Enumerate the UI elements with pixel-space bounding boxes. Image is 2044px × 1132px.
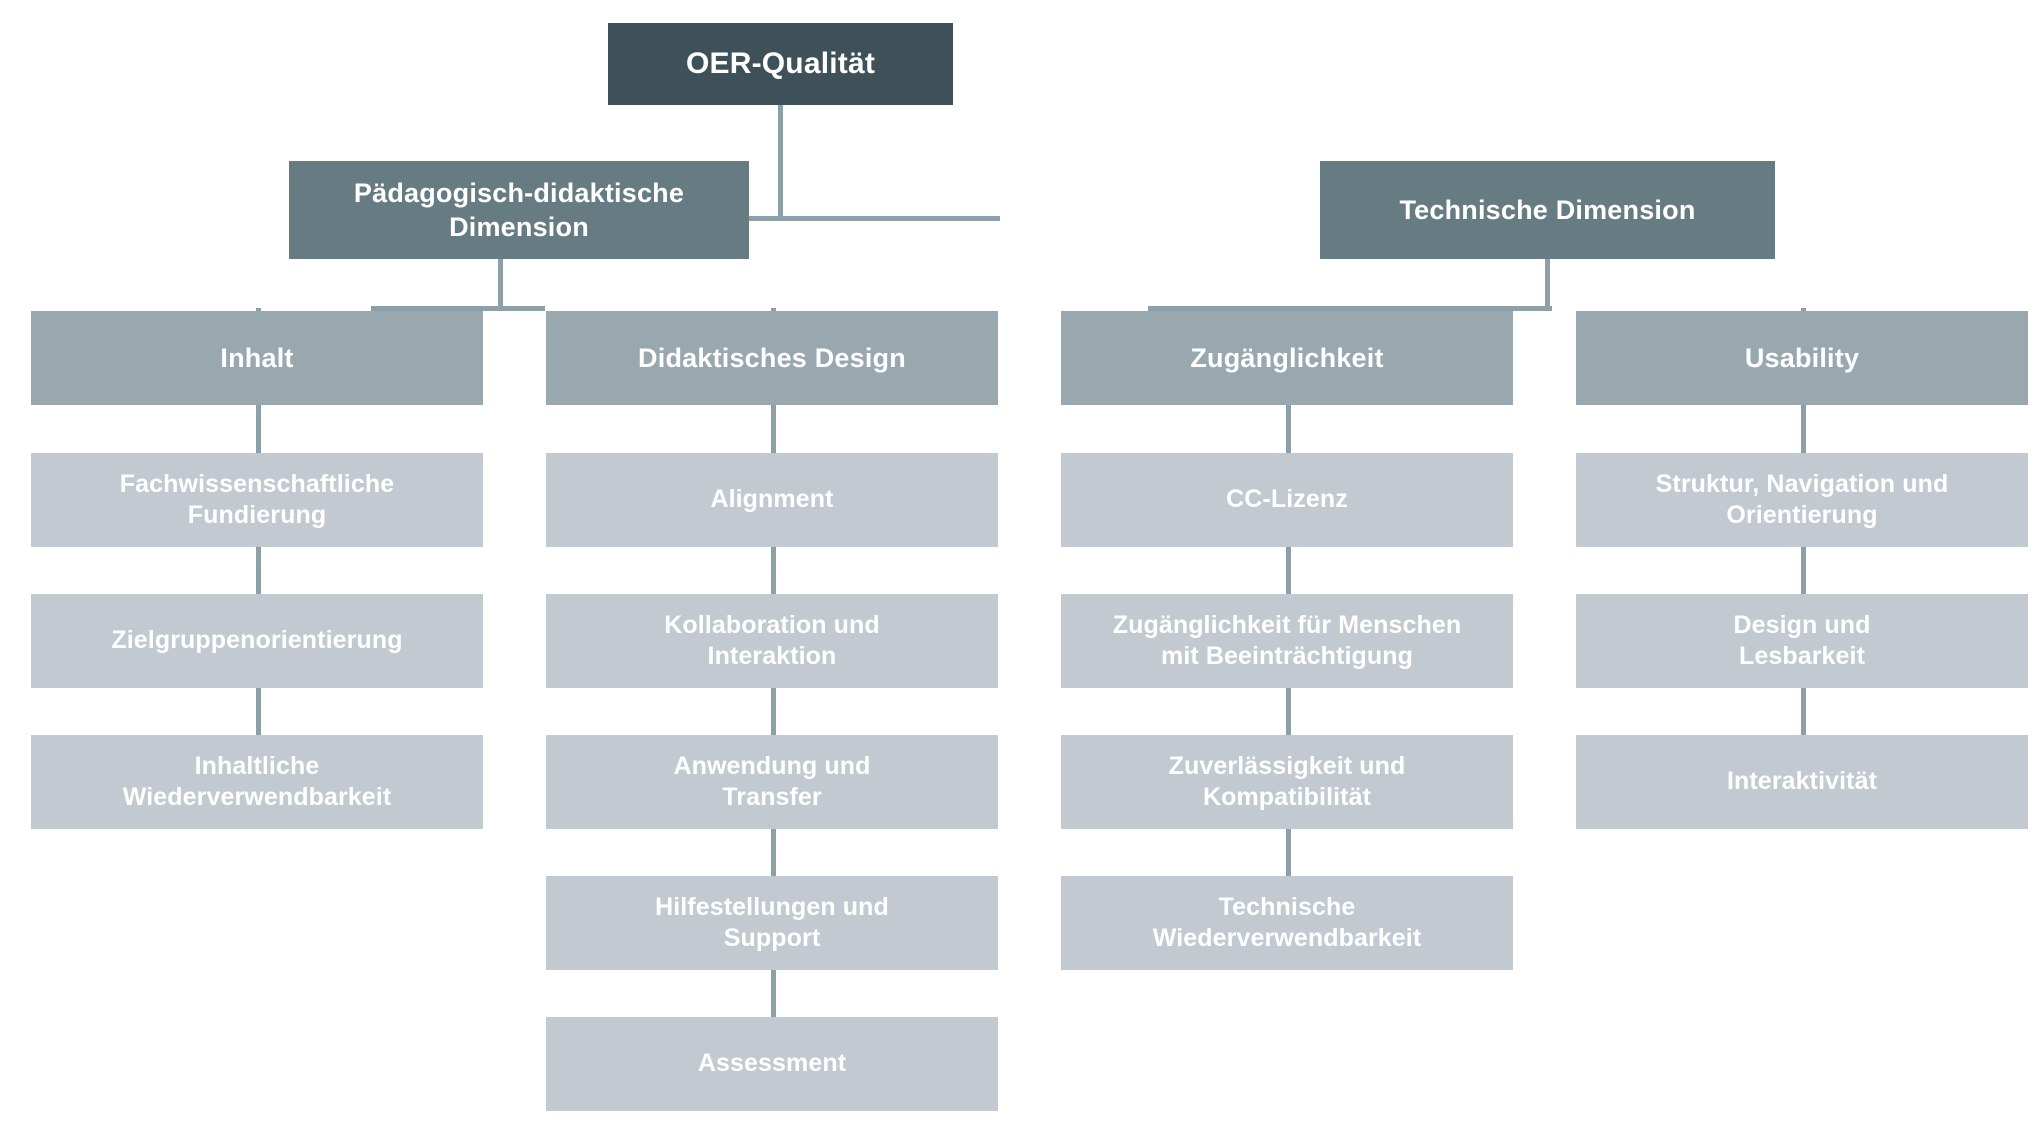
node-label: Zugänglichkeit für Menschen mit Beeinträ…	[1112, 610, 1462, 671]
connector-paed-horizontal	[371, 306, 545, 311]
node-category-usability[interactable]: Usability	[1576, 311, 2028, 405]
node-leaf-assessment[interactable]: Assessment	[546, 1017, 998, 1111]
node-label: Hilfestellungen und Support	[655, 892, 889, 953]
node-dimension-technische[interactable]: Technische Dimension	[1320, 161, 1775, 259]
node-label: Pädagogisch-didaktische Dimension	[353, 177, 685, 242]
connector-root-down	[778, 105, 783, 218]
node-leaf-zugaenglichkeit-fuer-menschen-mit-beeintraechtigung[interactable]: Zugänglichkeit für Menschen mit Beeinträ…	[1061, 594, 1513, 688]
connector-spine-inhalt	[256, 308, 261, 816]
node-leaf-hilfestellungen-und-support[interactable]: Hilfestellungen und Support	[546, 876, 998, 970]
node-leaf-kollaboration-und-interaktion[interactable]: Kollaboration und Interaktion	[546, 594, 998, 688]
node-label: OER-Qualität	[685, 47, 876, 81]
node-label: Anwendung und Transfer	[673, 751, 871, 812]
node-leaf-fachwissenschaftliche-fundierung[interactable]: Fachwissenschaftliche Fundierung	[31, 453, 483, 547]
node-label: Zuverlässigkeit und Kompatibilität	[1168, 751, 1406, 812]
node-leaf-struktur-navigation-und-orientierung[interactable]: Struktur, Navigation und Orientierung	[1576, 453, 2028, 547]
node-leaf-technische-wiederverwendbarkeit[interactable]: Technische Wiederverwendbarkeit	[1061, 876, 1513, 970]
connector-spine-didaktisches-design	[771, 308, 776, 1098]
node-category-zugaenglichkeit[interactable]: Zugänglichkeit	[1061, 311, 1513, 405]
node-label: Zugänglichkeit	[1190, 342, 1384, 373]
node-leaf-anwendung-und-transfer[interactable]: Anwendung und Transfer	[546, 735, 998, 829]
node-label: Alignment	[710, 485, 834, 514]
connector-spine-usability	[1801, 308, 1806, 816]
node-label: Didaktisches Design	[638, 342, 906, 373]
node-label: Assessment	[697, 1049, 847, 1078]
node-label: Interaktivität	[1726, 767, 1878, 796]
node-label: Inhalt	[220, 342, 294, 373]
node-leaf-alignment[interactable]: Alignment	[546, 453, 998, 547]
node-label: Inhaltliche Wiederverwendbarkeit	[122, 751, 392, 812]
node-label: Zielgruppenorientierung	[111, 626, 403, 655]
node-leaf-interaktivitaet[interactable]: Interaktivität	[1576, 735, 2028, 829]
node-label: Struktur, Navigation und Orientierung	[1655, 469, 1949, 530]
node-label: Fachwissenschaftliche Fundierung	[119, 469, 395, 530]
node-leaf-cc-lizenz[interactable]: CC-Lizenz	[1061, 453, 1513, 547]
node-label: Design und Lesbarkeit	[1733, 610, 1871, 671]
node-root-oer-qualitaet[interactable]: OER-Qualität	[608, 23, 953, 105]
node-leaf-inhaltliche-wiederverwendbarkeit[interactable]: Inhaltliche Wiederverwendbarkeit	[31, 735, 483, 829]
node-leaf-zuverlaessigkeit-und-kompatibilitaet[interactable]: Zuverlässigkeit und Kompatibilität	[1061, 735, 1513, 829]
node-label: Usability	[1744, 342, 1860, 373]
node-leaf-design-und-lesbarkeit[interactable]: Design und Lesbarkeit	[1576, 594, 2028, 688]
node-category-didaktisches-design[interactable]: Didaktisches Design	[546, 311, 998, 405]
node-label: CC-Lizenz	[1226, 485, 1348, 514]
node-category-inhalt[interactable]: Inhalt	[31, 311, 483, 405]
connector-tech-horizontal	[1148, 306, 1552, 311]
connector-root-horizontal	[563, 216, 1000, 221]
node-label: Kollaboration und Interaktion	[664, 610, 880, 671]
node-dimension-paedagogisch-didaktisch[interactable]: Pädagogisch-didaktische Dimension	[289, 161, 749, 259]
node-label: Technische Wiederverwendbarkeit	[1152, 892, 1422, 953]
node-leaf-zielgruppenorientierung[interactable]: Zielgruppenorientierung	[31, 594, 483, 688]
node-label: Technische Dimension	[1399, 194, 1696, 225]
